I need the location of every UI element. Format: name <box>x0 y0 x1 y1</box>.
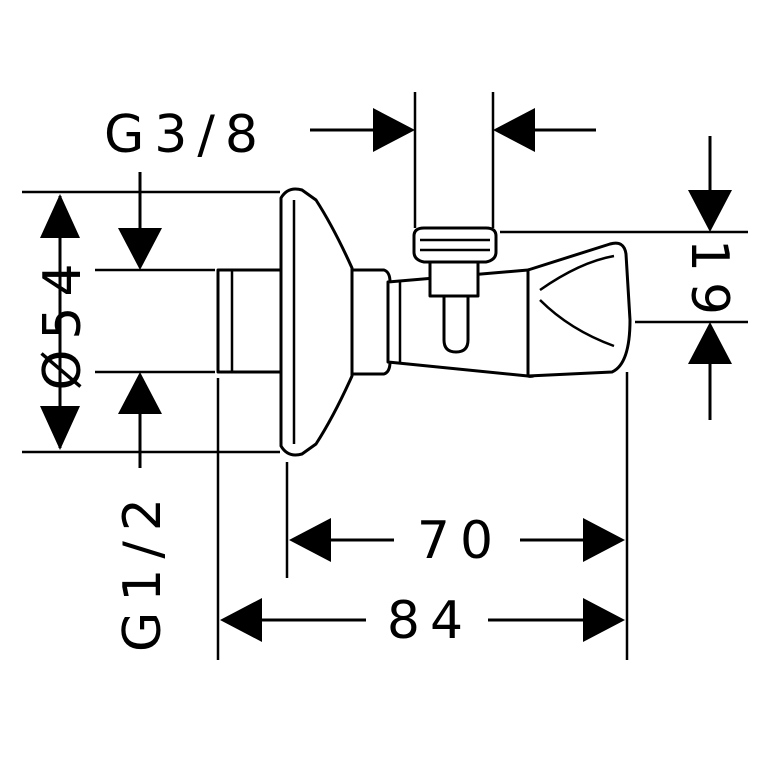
dimension-labels: G3/8 Ø54 G1/2 19 70 84 <box>33 105 739 652</box>
valve-body <box>216 187 632 457</box>
arrow-total-left <box>220 598 262 642</box>
spindle-slot <box>442 294 470 354</box>
arrow-top-thread-left <box>373 108 415 152</box>
collar-ring <box>350 268 392 376</box>
wall-rosette <box>279 187 354 457</box>
extension-lines <box>22 92 748 660</box>
label-top-thread: G3/8 <box>104 105 268 165</box>
handle-highlight-bottom <box>539 299 615 348</box>
arrow-total-right <box>583 598 625 642</box>
dimension-lines <box>40 108 732 642</box>
inlet-thread <box>216 268 286 374</box>
arrow-thread-top <box>118 228 162 270</box>
arrow-diameter-bottom <box>40 406 80 450</box>
label-length-body: 70 <box>417 511 503 571</box>
handle-knob <box>526 241 632 378</box>
label-height-offset: 19 <box>679 239 739 325</box>
arrow-height-top <box>688 190 732 232</box>
label-length-total: 84 <box>387 591 473 651</box>
label-bottom-thread: G1/2 <box>113 488 173 652</box>
arrow-length-right <box>583 518 625 562</box>
arrow-top-thread-right <box>493 108 535 152</box>
arrow-thread-bottom <box>118 372 162 414</box>
arrow-diameter-top <box>40 194 80 238</box>
label-diameter: Ø54 <box>33 253 93 390</box>
arrow-height-bottom <box>688 322 732 364</box>
outlet-connector <box>412 226 498 264</box>
arrow-length-left <box>289 518 331 562</box>
handle-highlight-top <box>539 254 615 292</box>
